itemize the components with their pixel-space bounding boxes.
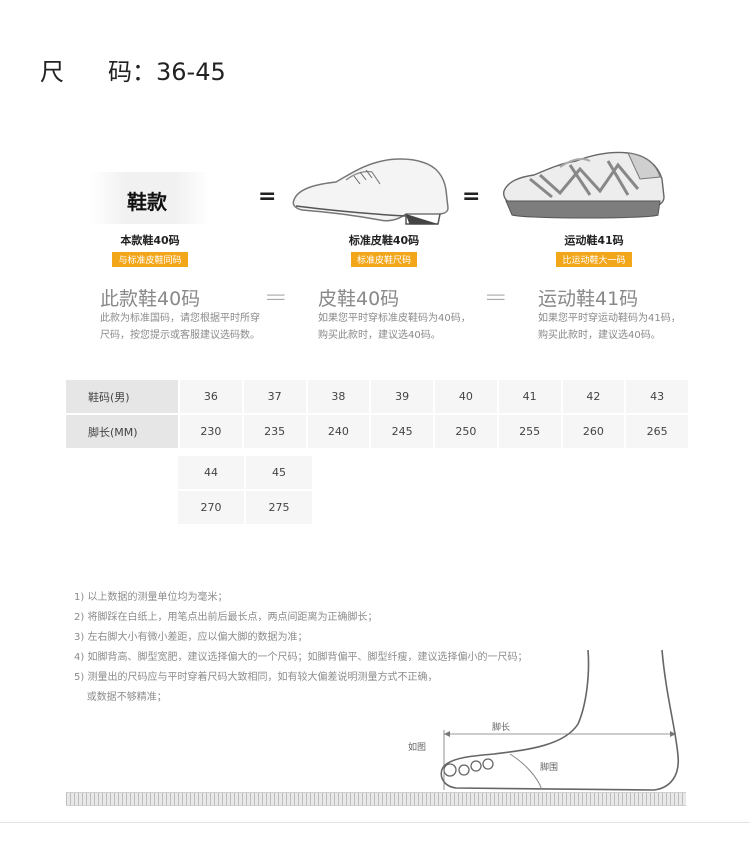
table-cell: 260	[562, 415, 625, 448]
size-title-range: 码：36-45	[108, 58, 226, 86]
caption-main: 本款鞋40码	[120, 234, 180, 247]
table-cell: 45	[246, 456, 312, 489]
foot-diagram	[440, 649, 679, 791]
equals-sign: =	[264, 280, 288, 313]
caption-this-style: 本款鞋40码 与标准皮鞋同码	[95, 232, 205, 267]
compare-desc: 此款为标准国码，请您根据平时所穿 尺码，按您提示或客服建议选码数。	[100, 310, 260, 344]
note-line: 3) 左右脚大小有微小差距，应以偏大脚的数据为准；	[74, 632, 308, 643]
style-word: 鞋款	[127, 190, 167, 214]
table-row: 脚长(MM) 230 235 240 245 250 255 260 265	[66, 415, 688, 448]
caption-tag: 比运动鞋大一码	[556, 252, 632, 267]
table-cell: 250	[435, 415, 497, 448]
size-table: 鞋码(男) 36 37 38 39 40 41 42 43 脚长(MM) 230…	[64, 378, 690, 450]
compare-desc-line: 尺码，按您提示或客服建议选码数。	[100, 330, 260, 341]
equals-sign: =	[462, 184, 481, 209]
table-cell: 230	[180, 415, 242, 448]
measurement-notes: 1) 以上数据的测量单位均为毫米； 2) 将脚踩在白纸上，用笔点出前后最长点，两…	[74, 588, 527, 708]
compare-title: 运动鞋41码	[538, 288, 639, 310]
note-line: 或数据不够精准；	[74, 692, 167, 703]
caption-sneaker: 运动鞋41码 比运动鞋大一码	[534, 232, 654, 267]
measuring-ruler	[66, 792, 686, 806]
table-cell: 275	[246, 491, 312, 524]
equals-sign: =	[258, 184, 277, 209]
table-cell: 44	[178, 456, 244, 489]
sneaker-icon	[503, 151, 665, 219]
row-label: 鞋码(男)	[66, 380, 178, 413]
size-table-continued: 44 45 270 275	[176, 454, 314, 526]
as-shown-label: 如图	[408, 743, 427, 753]
table-cell: 43	[626, 380, 688, 413]
table-cell: 36	[180, 380, 242, 413]
compare-desc-line: 此款为标准国码，请您根据平时所穿	[100, 313, 260, 324]
caption-tag: 与标准皮鞋同码	[112, 252, 188, 267]
table-cell: 270	[178, 491, 244, 524]
table-cell: 37	[243, 380, 306, 413]
compare-desc: 如果您平时穿标准皮鞋码为40码， 购买此款时，建议选40码。	[318, 310, 471, 344]
caption-main: 标准皮鞋40码	[348, 234, 420, 247]
note-line: 4) 如脚背高、脚型宽肥，建议选择偏大的一个尺码；如脚背偏平、脚型纤瘦，建议选择…	[74, 652, 528, 663]
caption-leather-shoe: 标准皮鞋40码 标准皮鞋尺码	[324, 232, 444, 267]
compare-title: 此款鞋40码	[100, 288, 201, 310]
table-cell: 255	[498, 415, 561, 448]
table-cell: 41	[498, 380, 561, 413]
table-cell: 39	[371, 380, 433, 413]
caption-main: 运动鞋41码	[564, 234, 624, 247]
size-title-char: 尺	[40, 58, 64, 86]
equals-sign: =	[484, 280, 508, 313]
table-cell: 40	[435, 380, 497, 413]
table-cell: 265	[626, 415, 688, 448]
table-row: 鞋码(男) 36 37 38 39 40 41 42 43	[66, 380, 688, 413]
size-range-title: 尺 码：36-45	[40, 52, 226, 87]
table-cell: 38	[307, 380, 370, 413]
compare-desc-line: 如果您平时穿运动鞋码为41码，	[538, 313, 681, 324]
foot-length-label: 脚长	[492, 723, 511, 733]
note-line: 5) 测量出的尺码应与平时穿着尺码大致相同，如有较大偏差说明测量方式不正确，	[74, 672, 438, 683]
note-line: 2) 将脚踩在白纸上，用笔点出前后最长点，两点间距离为正确脚长；	[74, 612, 378, 623]
leather-shoe-icon	[292, 158, 449, 225]
compare-desc-line: 如果您平时穿标准皮鞋码为40码，	[318, 313, 471, 324]
table-row: 270 275	[178, 491, 312, 524]
note-line: 1) 以上数据的测量单位均为毫米；	[74, 592, 228, 603]
table-cell: 245	[371, 415, 433, 448]
table-cell: 235	[243, 415, 306, 448]
compare-desc-line: 购买此款时，建议选40码。	[538, 330, 661, 341]
table-cell: 42	[562, 380, 625, 413]
table-cell: 240	[307, 415, 370, 448]
caption-tag: 标准皮鞋尺码	[350, 252, 417, 267]
compare-title: 皮鞋40码	[318, 288, 400, 310]
table-row: 44 45	[178, 456, 312, 489]
compare-desc: 如果您平时穿运动鞋码为41码， 购买此款时，建议选40码。	[538, 310, 681, 344]
divider	[0, 822, 750, 823]
row-label: 脚长(MM)	[66, 415, 178, 448]
style-word-panel	[90, 172, 210, 224]
foot-width-label: 脚围	[540, 763, 559, 773]
compare-desc-line: 购买此款时，建议选40码。	[318, 330, 441, 341]
